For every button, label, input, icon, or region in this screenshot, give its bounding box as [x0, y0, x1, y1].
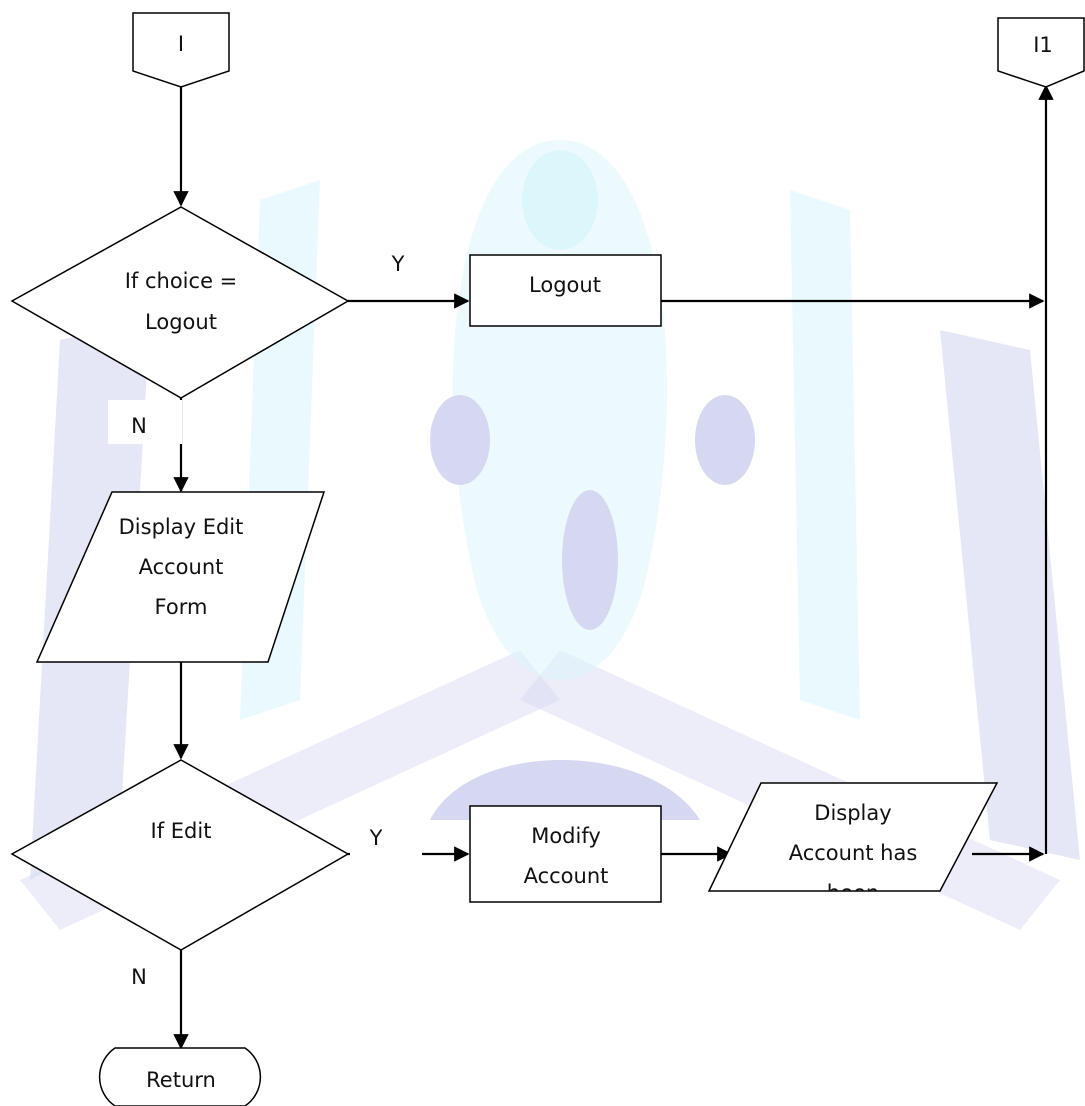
io-edit-form: Display Edit Account Form [35, 491, 326, 663]
decision-text-line1: If choice = [125, 269, 238, 293]
branch-label-no: N [131, 965, 147, 989]
decision-text-line2: Logout [145, 310, 217, 334]
branch-label-yes: Y [369, 826, 383, 850]
connector-top-left: I [132, 12, 230, 88]
process-logout: Logout [469, 254, 662, 327]
decision-text-line1: If Edit [151, 819, 212, 843]
connector-label: I [178, 32, 184, 56]
label-backdrop [108, 400, 182, 444]
decision-edit: If Edit [10, 759, 350, 951]
process-text-line2: Account [524, 864, 609, 888]
io-account-modified: Display Account has been modified [707, 782, 999, 945]
io-text-line3: Form [155, 595, 208, 619]
io-text-line3: been [827, 881, 879, 905]
label-backdrop [350, 818, 422, 858]
process-text-line1: Modify [531, 824, 601, 848]
io-text-line2: Account [139, 555, 224, 579]
connector-top-right: I1 [997, 17, 1085, 88]
branch-label-no: N [131, 414, 147, 438]
process-modify-account: Modify Account [469, 805, 662, 903]
io-text-line1: Display Edit [119, 515, 244, 539]
branch-label-yes: Y [391, 252, 405, 276]
io-text-line4: modified [807, 921, 899, 945]
decision-logout: If choice = Logout [10, 206, 350, 399]
io-text-line1: Display [814, 801, 891, 825]
connector-label: I1 [1033, 33, 1053, 57]
process-label: Logout [529, 273, 601, 297]
terminal-label: Return [146, 1068, 216, 1092]
terminal-return: Return [98, 1047, 262, 1106]
io-text-line2: Account has [789, 841, 918, 865]
